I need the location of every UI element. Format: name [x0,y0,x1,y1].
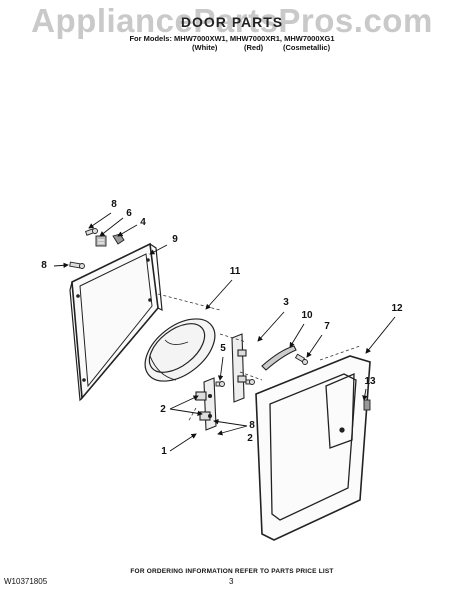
callout-4: 4 [140,217,146,228]
color-white-label: (White) [192,43,218,52]
screw-icon [69,261,85,269]
magnet-icon [363,399,371,411]
callout-6: 6 [126,208,132,219]
door-handle-strip [261,345,297,371]
screw-icon [84,228,98,236]
callout-2-right: 2 [247,433,253,444]
watermark-text: AppliancePartsPros.com [31,2,433,39]
callout-1: 1 [161,446,167,457]
screw-icon [215,381,225,387]
callout-5: 5 [220,343,226,354]
callout-9: 9 [172,234,178,245]
page-number: 3 [229,577,234,586]
door-liner-frame [69,242,163,402]
outer-door-panel [255,355,371,541]
callout-8: 8 [111,199,117,210]
callout-8-left: 8 [41,260,47,271]
color-red-label: (Red) [244,43,264,52]
callout-13: 13 [364,376,376,387]
callout-11: 11 [229,266,241,277]
clip-icon [95,235,107,247]
callout-arrows [53,212,396,452]
screw-icon [245,379,255,385]
callout-7: 7 [324,321,330,332]
footer-ordering-note: FOR ORDERING INFORMATION REFER TO PARTS … [130,568,334,575]
callout-8-lower: 8 [249,420,255,431]
screw-icon [294,353,308,365]
callout-2-left: 2 [160,404,166,415]
document-number: W10371805 [4,577,48,586]
screws-and-fasteners [69,228,371,411]
door-hinge [195,377,217,431]
page-title: DOOR PARTS [180,14,284,30]
callout-10: 10 [301,310,313,321]
hinge-bracket [231,333,247,403]
color-cosmetallic-label: (Cosmetallic) [283,43,331,52]
callout-3: 3 [283,297,289,308]
door-glass-bowl [144,318,216,382]
dashed-leader-lines [157,293,361,423]
models-line: For Models: MHW7000XW1, MHW7000XR1, MHW7… [129,34,335,43]
callout-12: 12 [391,303,403,314]
